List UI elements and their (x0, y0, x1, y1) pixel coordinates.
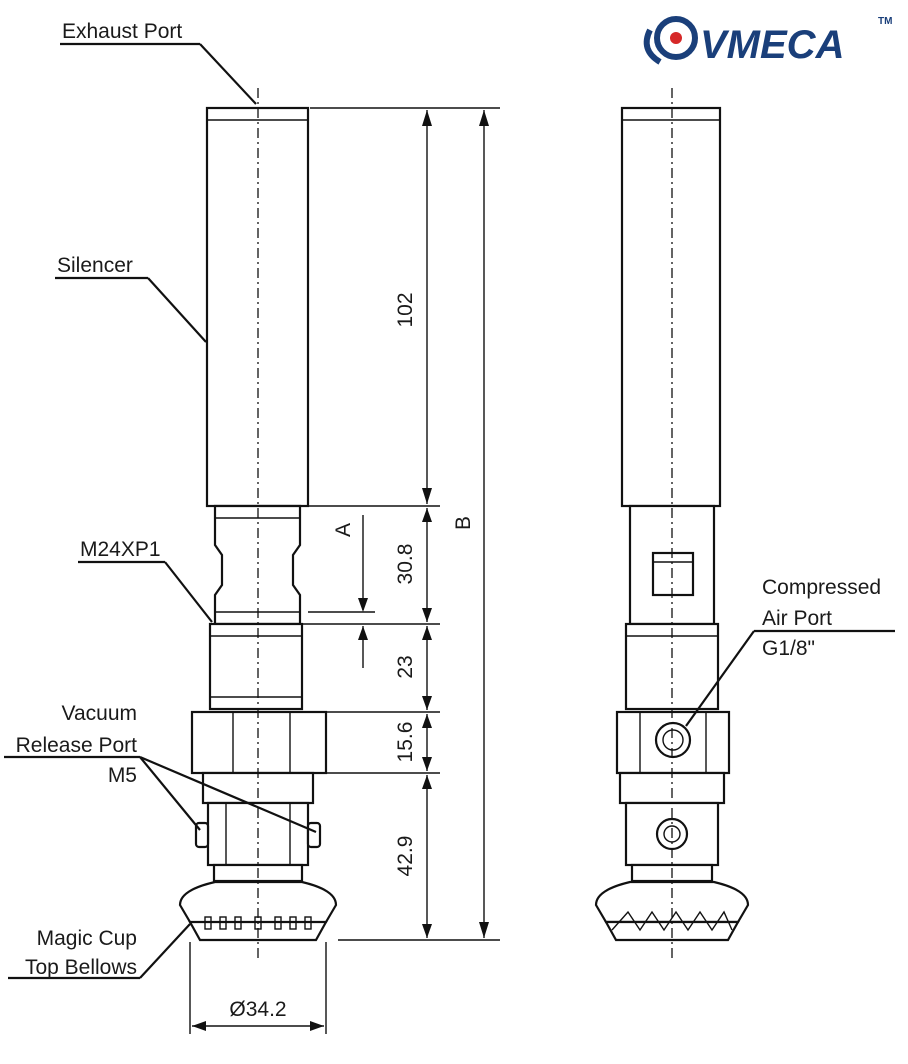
section-marker: A (332, 523, 355, 537)
label-compressed-air-1: Compressed (762, 576, 881, 599)
dim-section-a: 30.8 (394, 544, 417, 585)
label-compressed-air-2: Air Port (762, 607, 832, 630)
label-vacuum-release-1: Vacuum (62, 702, 137, 725)
dimension-lines (189, 107, 500, 1034)
air-port (654, 721, 692, 759)
label-magic-cup-2: Top Bellows (25, 956, 137, 979)
label-thread: M24XP1 (80, 538, 161, 561)
label-vacuum-release-2: Release Port (16, 734, 138, 757)
hex-body (190, 710, 328, 775)
label-silencer: Silencer (57, 254, 133, 277)
right-view (594, 88, 750, 960)
nut (208, 622, 304, 711)
dim-nut: 23 (394, 655, 417, 678)
left-view (178, 88, 338, 960)
label-magic-cup-1: Magic Cup (37, 927, 137, 950)
dim-silencer-length: 102 (394, 292, 417, 327)
trademark: TM (878, 16, 892, 27)
release-port-right (306, 821, 322, 849)
label-vacuum-release-3: M5 (108, 764, 137, 787)
dim-hex: 15.6 (394, 722, 417, 763)
silencer-body-right (620, 106, 722, 508)
silencer-body (205, 106, 310, 508)
label-exhaust-port: Exhaust Port (62, 20, 182, 43)
port-square (651, 551, 695, 597)
bellows-hatch (611, 910, 733, 932)
leaders (4, 42, 895, 980)
label-compressed-air-3: G1/8" (762, 637, 815, 660)
vmeca-logo: VMECA TM (643, 16, 892, 67)
dim-body: 42.9 (394, 836, 417, 877)
dim-cup-diameter: Ø34.2 (229, 998, 286, 1021)
brand-name: VMECA (700, 23, 844, 67)
dim-overall: B (452, 516, 475, 530)
